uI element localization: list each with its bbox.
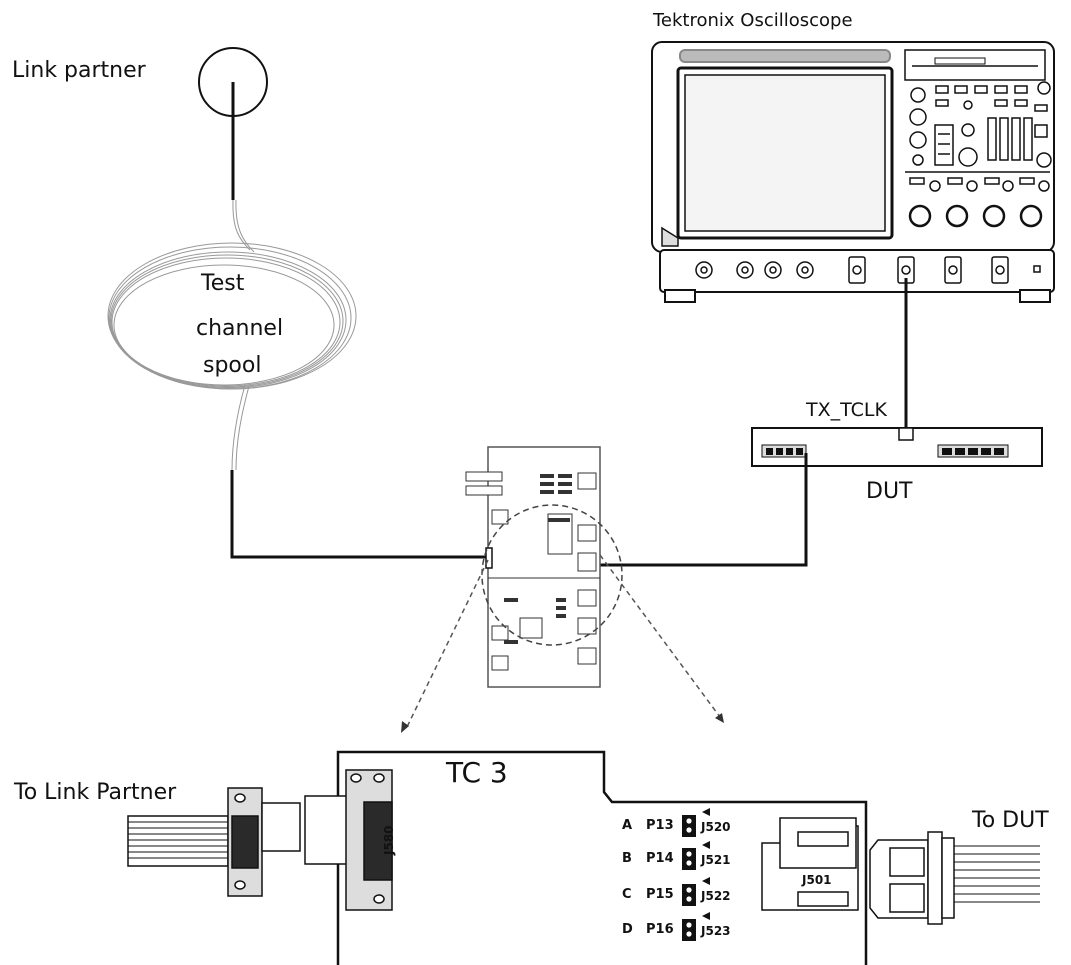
jumper-row-a-jumper: J520 <box>701 820 731 834</box>
zoom-arrowhead-left <box>401 721 409 733</box>
zoom-arrowhead-right <box>715 713 724 723</box>
dut-label: DUT <box>866 479 913 504</box>
jumper-row-a-pin: P13 <box>646 818 674 833</box>
jumper-row-d-jumper: J523 <box>701 924 731 938</box>
jumper-row-b-letter: B <box>622 851 632 866</box>
j501-label: J501 <box>802 873 832 887</box>
link-partner-cable <box>230 470 488 559</box>
j501-connector <box>761 817 859 911</box>
jumper-row-c-letter: C <box>622 887 632 902</box>
j580-label: J580 <box>382 825 396 855</box>
tc3-board <box>336 750 868 965</box>
jumper-row-b-pin: P14 <box>646 851 674 866</box>
to-link-partner-label: To Link Partner <box>14 780 177 805</box>
link-partner-symbol <box>198 47 268 200</box>
jumper-row-d-pin: P16 <box>646 922 674 937</box>
tc3-title: TC 3 <box>446 756 508 789</box>
spool-label-line1: Test <box>201 271 245 296</box>
jumper-block-d <box>682 912 710 941</box>
test-fixture-board <box>465 446 601 688</box>
j580-connector <box>304 769 393 911</box>
dut-box <box>751 427 1043 467</box>
magnify-circle <box>481 504 623 646</box>
jumper-row-c-jumper: J522 <box>701 889 731 903</box>
test-channel-spool <box>107 199 357 471</box>
jumper-row-d-letter: D <box>622 922 633 937</box>
tx-tclk-label: TX_TCLK <box>806 399 887 421</box>
jumper-block-c <box>682 877 710 906</box>
rj45-plug-left <box>127 787 301 897</box>
jumper-row-c-pin: P15 <box>646 887 674 902</box>
oscilloscope <box>651 41 1055 303</box>
rj45-plug-right <box>869 831 1040 925</box>
link-partner-label: Link partner <box>12 58 146 83</box>
jumper-block-a <box>682 808 710 837</box>
jumper-row-a-letter: A <box>622 818 633 833</box>
dut-cable <box>592 453 808 567</box>
spool-label-line2: channel <box>196 316 284 341</box>
jumper-row-b-jumper: J521 <box>701 853 731 867</box>
oscilloscope-label: Tektronix Oscilloscope <box>653 10 853 31</box>
spool-label-line3: spool <box>203 353 262 378</box>
to-dut-label: To DUT <box>972 808 1049 833</box>
zoom-arrows <box>406 554 721 728</box>
jumper-blocks <box>682 808 710 941</box>
jumper-block-b <box>682 841 710 870</box>
